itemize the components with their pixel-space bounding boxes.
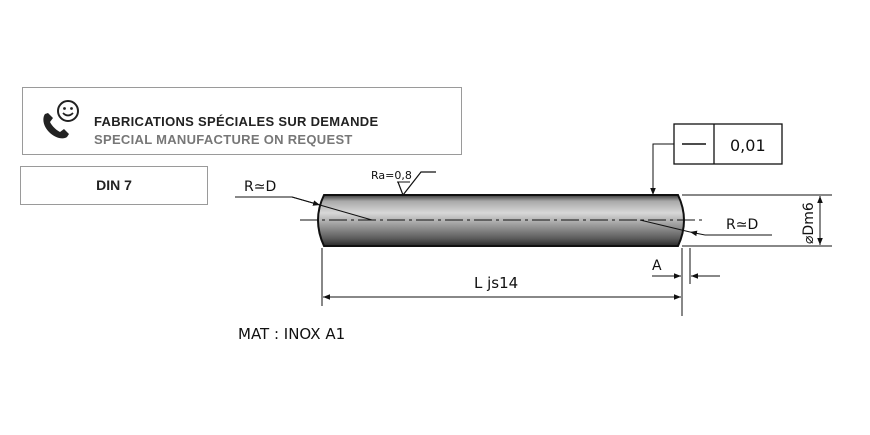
radius-label-left: R≃D: [244, 179, 276, 195]
phone-smiley-icon: [43, 100, 79, 139]
banner-title-fr: FABRICATIONS SPÉCIALES SUR DEMANDE: [94, 114, 379, 129]
diameter-label: ⌀Dm6: [801, 202, 817, 244]
tolerance-value: 0,01: [730, 136, 766, 155]
radius-label-right: R≃D: [726, 217, 758, 233]
chamfer-label: A: [652, 258, 662, 274]
dowel-pin: [317, 194, 685, 247]
roughness-label: Ra=0,8: [371, 169, 412, 182]
banner-title-en: SPECIAL MANUFACTURE ON REQUEST: [94, 132, 353, 147]
standard-label: DIN 7: [20, 166, 208, 205]
length-label: L js14: [474, 274, 518, 292]
special-manufacture-banner: FABRICATIONS SPÉCIALES SUR DEMANDE SPECI…: [22, 87, 462, 155]
material-label: MAT : INOX A1: [238, 325, 345, 343]
